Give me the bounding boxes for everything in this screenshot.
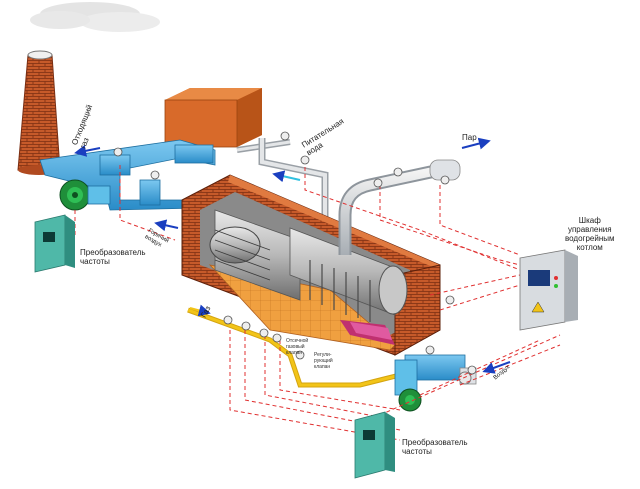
sensors bbox=[113, 131, 477, 375]
label-valve-1-line1: Отсечной bbox=[286, 338, 309, 344]
label-freq-converter-top: Преобразователь частоты bbox=[80, 248, 146, 266]
label-freq-converter-bottom-line1: Преобразователь bbox=[402, 438, 468, 447]
label-valve-2-line2: рующий bbox=[314, 358, 333, 364]
label-valve-2-line3: клапан bbox=[314, 364, 331, 370]
control-cabinet[interactable] bbox=[519, 249, 578, 331]
fire-tube-drum bbox=[209, 209, 301, 301]
label-cabinet-line2: управления bbox=[567, 225, 612, 234]
label-freq-converter-top-line2: частоты bbox=[80, 257, 110, 266]
blower-fan[interactable] bbox=[394, 354, 477, 412]
label-freq-converter-bottom: Преобразователь частоты bbox=[402, 438, 468, 456]
label-cabinet-line1: Шкаф bbox=[578, 216, 601, 225]
label-freq-converter-bottom-line2: частоты bbox=[402, 447, 432, 456]
burner-flame bbox=[340, 320, 395, 345]
gas-pipe bbox=[187, 307, 421, 388]
signal-wires bbox=[74, 160, 561, 441]
label-valve-1-line3: клапан bbox=[286, 350, 303, 356]
label-cabinet: Шкаф управления водогрейным котлом bbox=[565, 216, 615, 252]
label-cabinet-line3: водогрейным bbox=[565, 234, 615, 243]
steam-pipe bbox=[338, 159, 461, 255]
freq-converter-bottom-device[interactable] bbox=[354, 411, 395, 479]
feed-water-pipe bbox=[236, 138, 329, 245]
smoke-cloud bbox=[30, 2, 160, 32]
label-valve-2: Регули- рующий клапан bbox=[314, 352, 333, 370]
label-valve-1: Отсечной газовый клапан bbox=[286, 338, 308, 356]
label-steam: Пар bbox=[462, 133, 477, 142]
label-cabinet-line4: котлом bbox=[576, 243, 603, 252]
economizer-box bbox=[164, 88, 262, 148]
label-valve-1-line2: газовый bbox=[286, 344, 305, 350]
label-freq-converter-top-line1: Преобразователь bbox=[80, 248, 146, 257]
steam-drum bbox=[289, 227, 408, 322]
chimney bbox=[17, 50, 61, 175]
label-valve-2-line1: Регули- bbox=[314, 352, 332, 358]
flow-arrows bbox=[74, 137, 511, 374]
freq-converter-top-device[interactable] bbox=[34, 214, 75, 273]
flue-gas-duct bbox=[39, 139, 216, 211]
